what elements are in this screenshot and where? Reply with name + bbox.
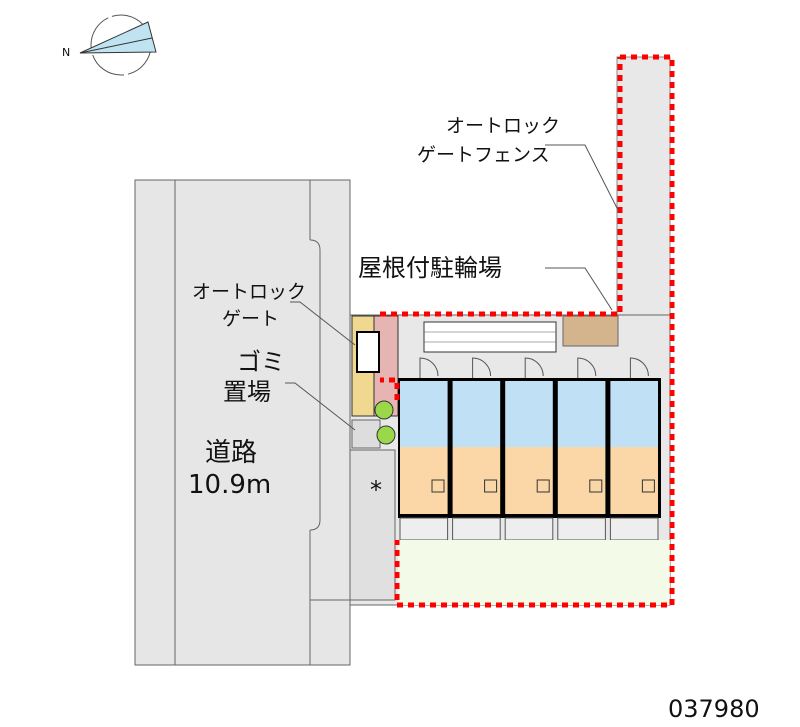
bicycle-parking [562,315,619,347]
north-label: N [62,46,71,59]
balcony [399,517,449,541]
road [134,179,351,666]
balcony [452,517,501,541]
autolock-fence-label-2: ゲートフェンス [417,144,550,166]
lawn [398,540,670,605]
balcony [609,517,659,541]
garbage-area [351,419,381,449]
apartment-unit [504,357,554,541]
window-icon [536,479,550,493]
balcony [504,517,554,541]
wet-area [610,381,658,447]
door-icon [524,357,544,378]
side-passage [616,56,671,353]
door-icon [419,357,439,378]
bicycle-parking-label: 屋根付駐輪場 [358,254,502,282]
wet-area [557,381,606,447]
garbage-label-2: 置場 [223,378,271,406]
door-icon [472,357,492,378]
apartment-unit [399,357,449,541]
road-width-label: 10.9m [188,470,272,500]
property-boundary [380,54,675,608]
autolock-gate-label-2: ゲート [222,308,280,330]
wet-area [505,381,553,447]
window-icon [589,479,603,493]
autolock-fence-label-1: オートロック [446,115,561,137]
wet-area [400,381,448,447]
shrub-icon [376,425,396,445]
apartment-unit [452,357,501,541]
shrub-icon [374,400,394,420]
window-icon [431,479,445,493]
window-icon [641,479,655,493]
door-icon [577,357,597,378]
wet-area [452,381,501,447]
apartment-unit [609,357,659,541]
balcony [557,517,606,541]
road-label: 道路 [205,438,258,468]
apartment-unit [557,357,606,541]
autolock-gate-label-1: オートロック [192,281,307,303]
compass-icon [79,14,157,76]
property-code: 037980 [668,695,760,723]
garbage-label-1: ゴミ [237,348,285,376]
door-icon [629,357,649,378]
stairs [423,321,557,353]
asterisk-mark: * [370,476,382,504]
window-icon [484,479,498,493]
